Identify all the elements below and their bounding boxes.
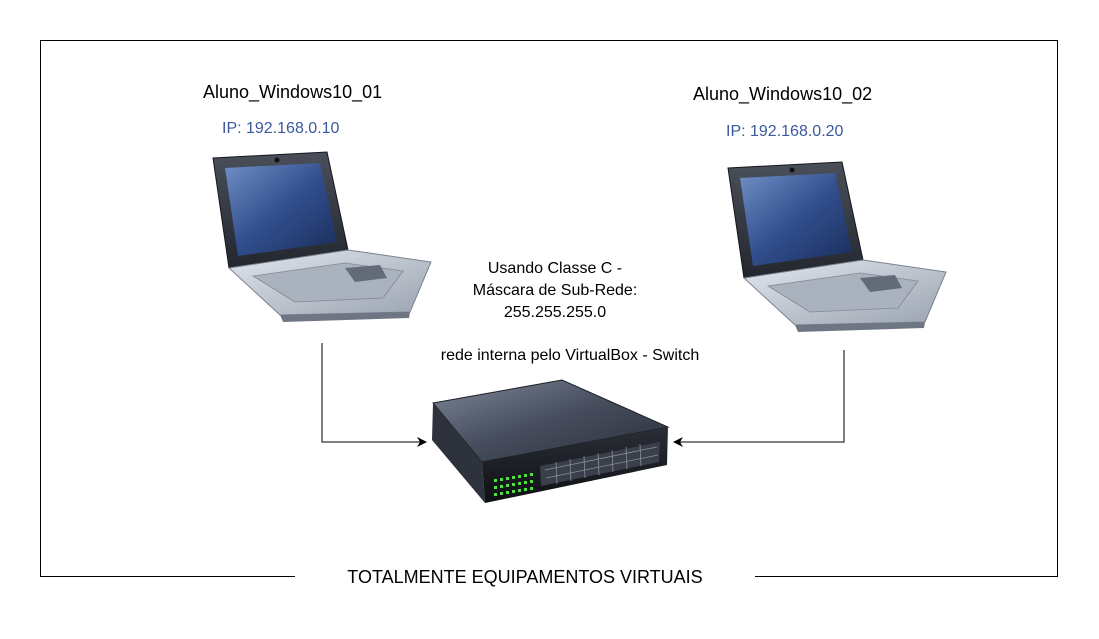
connector-laptop-2-to-switch: [673, 350, 845, 447]
connector-laptop-1-to-switch: [321, 343, 427, 447]
subnet-note-line-3: 255.255.255.0: [503, 304, 607, 321]
switch-ports: [544, 443, 659, 485]
network-note: rede interna pelo VirtualBox - Switch: [440, 347, 700, 364]
host-2-ip: IP: 192.168.0.20: [726, 123, 844, 140]
subnet-note-line-2: Máscara de Sub-Rede:: [472, 282, 638, 299]
host-2-name: Aluno_Windows10_02: [693, 84, 873, 104]
host-1-ip: IP: 192.168.0.10: [222, 120, 340, 137]
frame-caption: TOTALMENTE EQUIPAMENTOS VIRTUAIS: [295, 565, 755, 589]
subnet-note: Usando Classe C - Máscara de Sub-Rede: 2…: [440, 258, 670, 324]
network-switch-icon: [432, 379, 670, 503]
switch-status-leds: [494, 473, 533, 496]
host-1-name: Aluno_Windows10_01: [203, 82, 383, 102]
subnet-note-line-1: Usando Classe C -: [487, 260, 623, 277]
laptop-icon: [212, 151, 432, 322]
laptop-icon: [727, 161, 947, 332]
